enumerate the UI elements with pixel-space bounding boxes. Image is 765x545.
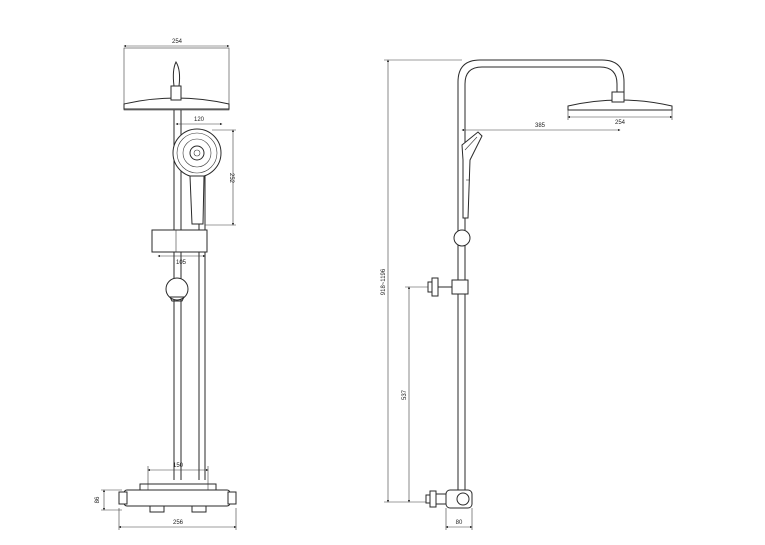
slide-bracket (151, 229, 208, 253)
thermostatic-valve-front (118, 483, 237, 513)
riser-diverter-side (427, 277, 469, 297)
dim-total-height: 918~1196 (381, 268, 387, 295)
hand-shower-side (461, 131, 483, 219)
dim-head-width: 254 (172, 39, 183, 45)
dim-handset-head: 120 (194, 117, 205, 123)
dim-outlet-spacing: 150 (173, 463, 184, 469)
hose-connector-outlet (169, 296, 185, 302)
overhead-shower-head (123, 97, 230, 110)
slide-bracket-side (453, 229, 471, 247)
dim-valve-height: 86 (95, 496, 101, 503)
hose-connector (165, 277, 189, 301)
dim-head-diameter: 254 (615, 120, 626, 126)
side-view: 918~1196 385 254 537 (381, 59, 673, 530)
dim-arm-reach: 385 (535, 123, 546, 129)
side-riser-arm-outer (457, 59, 625, 500)
dim-wall-offset: 80 (456, 520, 463, 526)
dim-handset-height: 252 (228, 173, 234, 184)
hand-shower (172, 128, 222, 225)
side-riser-arm-inner (464, 66, 618, 500)
dim-outlet-height: 537 (402, 389, 408, 400)
dim-bracket: 105 (176, 260, 187, 266)
overhead-shower-head-side (567, 99, 673, 111)
front-view: 254 120 252 105 (95, 39, 237, 530)
shower-arm-front (172, 60, 181, 87)
dim-valve-width: 256 (173, 520, 184, 526)
head-outline-box (123, 47, 230, 111)
thermostatic-valve-side (425, 489, 473, 509)
shower-head-side-connector (611, 91, 625, 103)
shower-head-connector (170, 85, 182, 101)
